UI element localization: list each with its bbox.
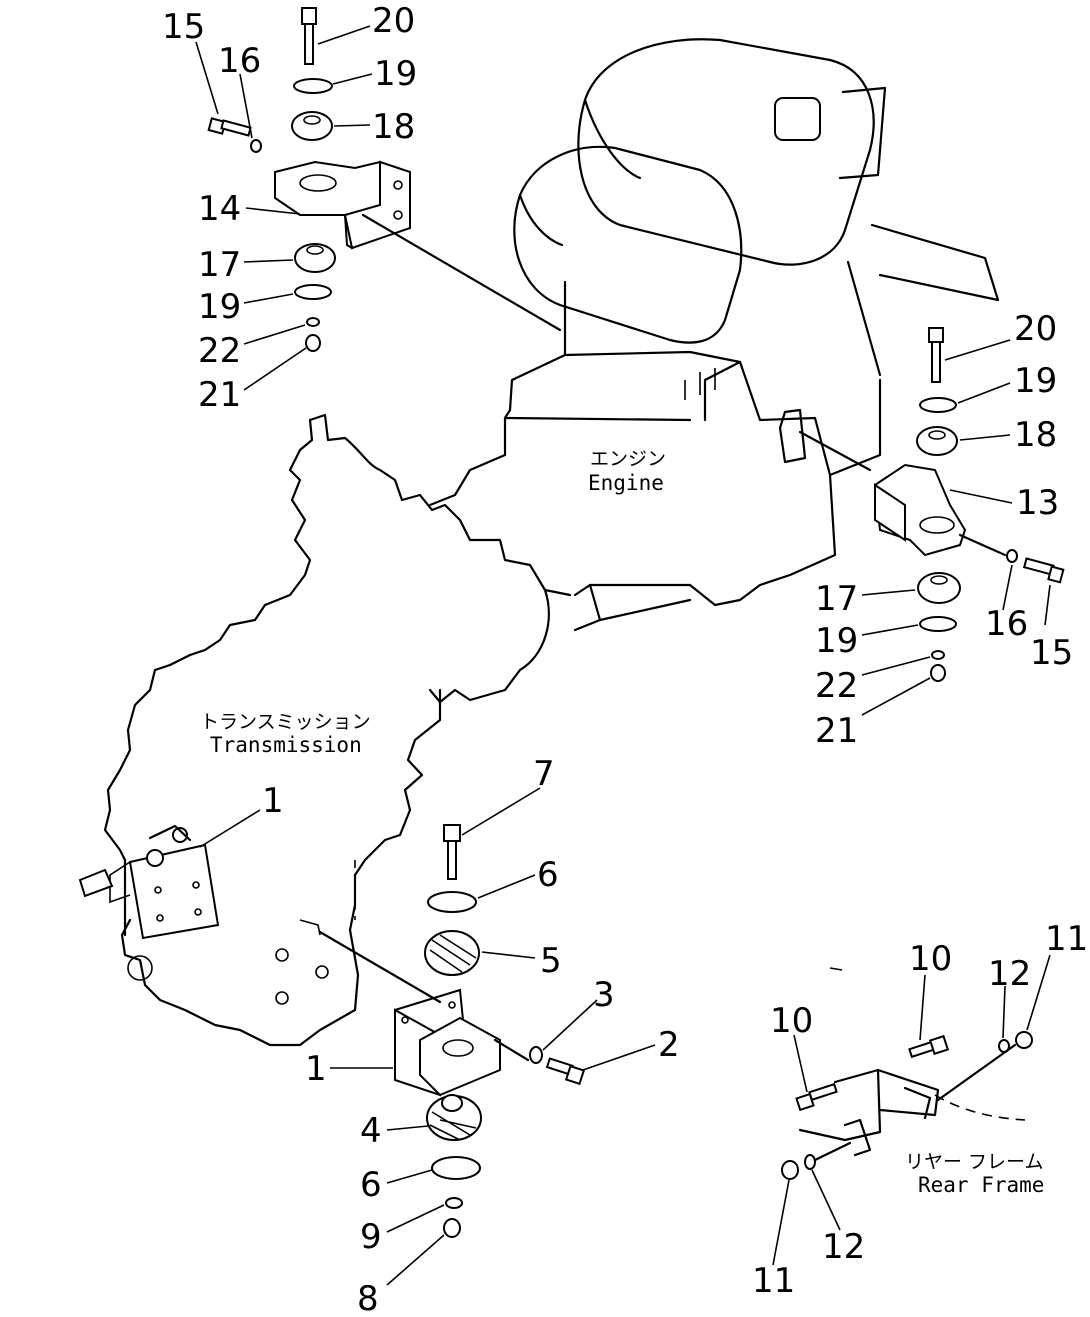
washer-12-left-icon xyxy=(804,1154,816,1170)
washer-3-icon xyxy=(529,1046,543,1064)
callout-12-left: 12 xyxy=(822,1227,865,1267)
callout-9: 9 xyxy=(360,1217,382,1257)
callout-20-right: 20 xyxy=(1014,309,1057,349)
nut-11-right-icon xyxy=(1015,1031,1033,1049)
washer-6b-icon xyxy=(431,1156,481,1180)
callout-14: 14 xyxy=(198,189,241,229)
callout-22: 22 xyxy=(198,331,241,371)
callout-13: 13 xyxy=(1016,483,1059,523)
bolt-20-icon xyxy=(301,7,317,25)
callout-19b-right: 19 xyxy=(815,621,858,661)
callout-17-right: 17 xyxy=(815,579,858,619)
callout-1-left: 1 xyxy=(262,781,284,821)
callout-18-right: 18 xyxy=(1014,415,1057,455)
callout-18: 18 xyxy=(372,107,415,147)
bracket-1-center xyxy=(318,930,530,1097)
callout-6b: 6 xyxy=(360,1165,382,1205)
washer-16-icon xyxy=(250,139,262,153)
cap-icon xyxy=(774,97,821,141)
callout-6: 6 xyxy=(537,855,559,895)
nut-21-icon xyxy=(305,334,321,352)
cushion-18-icon xyxy=(291,111,333,141)
callout-12-right: 12 xyxy=(988,954,1031,994)
rear-frame-label-en: Rear Frame xyxy=(918,1173,1044,1197)
cushion-18-right-icon xyxy=(916,426,958,456)
callout-10-left: 10 xyxy=(770,1001,813,1041)
callout-16-right: 16 xyxy=(985,604,1028,644)
bracket-13 xyxy=(778,408,1007,557)
callout-5: 5 xyxy=(540,941,562,981)
transmission-label-jp: トランスミッション xyxy=(200,711,371,733)
washer-16-right-icon xyxy=(1006,549,1018,563)
nut-8-icon xyxy=(443,1218,461,1238)
lockwasher-22-right-icon xyxy=(931,650,945,660)
callout-15: 15 xyxy=(162,7,205,47)
bracket-1-left xyxy=(78,824,220,940)
bolt-2-icon xyxy=(564,1064,586,1086)
bolt-20-right-icon xyxy=(928,327,944,343)
callout-19-right: 19 xyxy=(1014,361,1057,401)
engine-label-jp: エンジン xyxy=(590,448,666,470)
engine-outline xyxy=(428,38,1000,632)
callout-11-left: 11 xyxy=(752,1261,795,1301)
callout-11-right: 11 xyxy=(1045,919,1088,959)
bolt-7-icon xyxy=(443,824,461,842)
callout-3: 3 xyxy=(593,975,615,1015)
nut-11-left-icon xyxy=(781,1160,799,1180)
nut-21-right-icon xyxy=(930,664,946,682)
callout-19: 19 xyxy=(374,54,417,94)
engine-label-en: Engine xyxy=(588,471,664,495)
lockwasher-9-icon xyxy=(445,1197,463,1209)
leader-lines xyxy=(195,25,1051,1286)
washer-19-right-icon xyxy=(919,397,957,413)
hardware-top-left xyxy=(207,7,336,352)
callout-10-right: 10 xyxy=(909,939,952,979)
lockwasher-22-icon xyxy=(306,317,320,327)
hardware-right xyxy=(916,327,1065,682)
callout-15-right: 15 xyxy=(1030,633,1073,673)
bracket-14 xyxy=(274,160,562,332)
washer-19b-icon xyxy=(294,284,332,300)
callout-2: 2 xyxy=(658,1025,680,1065)
callout-16: 16 xyxy=(218,41,261,81)
callout-22-right: 22 xyxy=(815,666,858,706)
rear-frame-outline xyxy=(781,967,1033,1180)
hardware-center xyxy=(424,824,586,1238)
callout-20: 20 xyxy=(372,1,415,41)
callout-21-right: 21 xyxy=(815,711,858,751)
region-labels: エンジン Engine トランスミッション Transmission リヤー フ… xyxy=(200,448,1044,1197)
callout-numbers: 15 16 20 19 18 14 17 19 22 21 20 19 18 1… xyxy=(162,1,1088,1317)
callout-17: 17 xyxy=(198,245,241,285)
callout-4: 4 xyxy=(360,1111,382,1151)
transmission-label-en: Transmission xyxy=(210,733,362,757)
cushion-17-icon xyxy=(294,243,336,273)
callout-21: 21 xyxy=(198,375,241,415)
washer-19-icon xyxy=(293,78,333,94)
bolt-15-right-icon xyxy=(1047,565,1065,584)
callout-7: 7 xyxy=(533,754,555,794)
bolt-10-right-icon xyxy=(928,1034,950,1056)
cushion-17-right-icon xyxy=(917,572,961,604)
callout-8: 8 xyxy=(357,1279,379,1317)
callout-19b: 19 xyxy=(198,287,241,327)
washer-6-icon xyxy=(427,891,477,913)
transmission-outline xyxy=(103,413,572,1047)
rear-frame-label-jp: リヤー フレーム xyxy=(905,1151,1043,1173)
washer-19b-right-icon xyxy=(919,616,957,632)
callout-1-center: 1 xyxy=(305,1049,327,1089)
